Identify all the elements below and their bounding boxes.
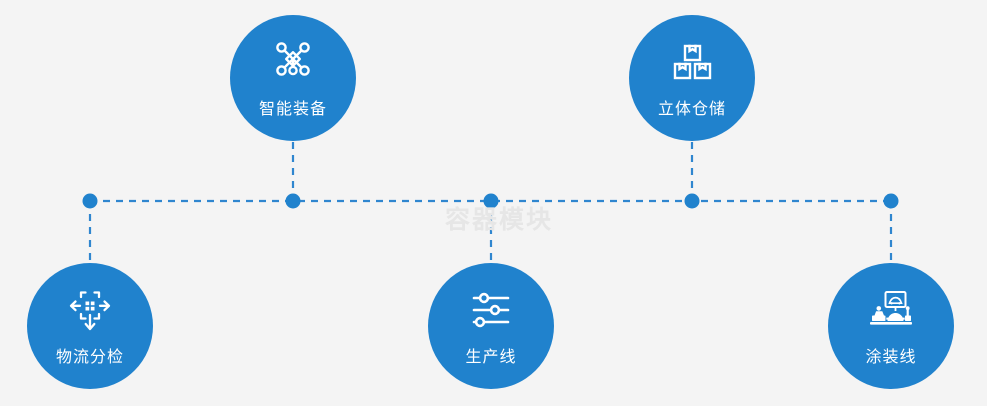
network-nodes-icon: [269, 38, 317, 86]
sliders-icon: [467, 286, 515, 334]
watermark-text: 容器模块: [444, 205, 553, 234]
node-label-sorting: 物流分检: [55, 347, 124, 366]
dot-sorting: [82, 193, 98, 209]
node-label-warehouse: 立体仓储: [657, 99, 726, 118]
dot-painting: [883, 193, 899, 209]
node-painting[interactable]: 涂装线: [828, 263, 954, 389]
paint-booth-icon: [867, 286, 915, 334]
sorting-arrows-icon: [66, 286, 114, 334]
node-label-smart-equipment: 智能装备: [258, 99, 327, 118]
dot-warehouse: [684, 193, 700, 209]
node-label-painting: 涂装线: [865, 347, 917, 366]
node-smart-equipment[interactable]: 智能装备: [230, 15, 356, 141]
node-warehouse[interactable]: 立体仓储: [629, 15, 755, 141]
node-sorting[interactable]: 物流分检: [27, 263, 153, 389]
node-production[interactable]: 生产线: [428, 263, 554, 389]
dot-smart-equipment: [285, 193, 301, 209]
stacked-boxes-icon: [668, 38, 716, 86]
node-label-production: 生产线: [465, 347, 517, 366]
